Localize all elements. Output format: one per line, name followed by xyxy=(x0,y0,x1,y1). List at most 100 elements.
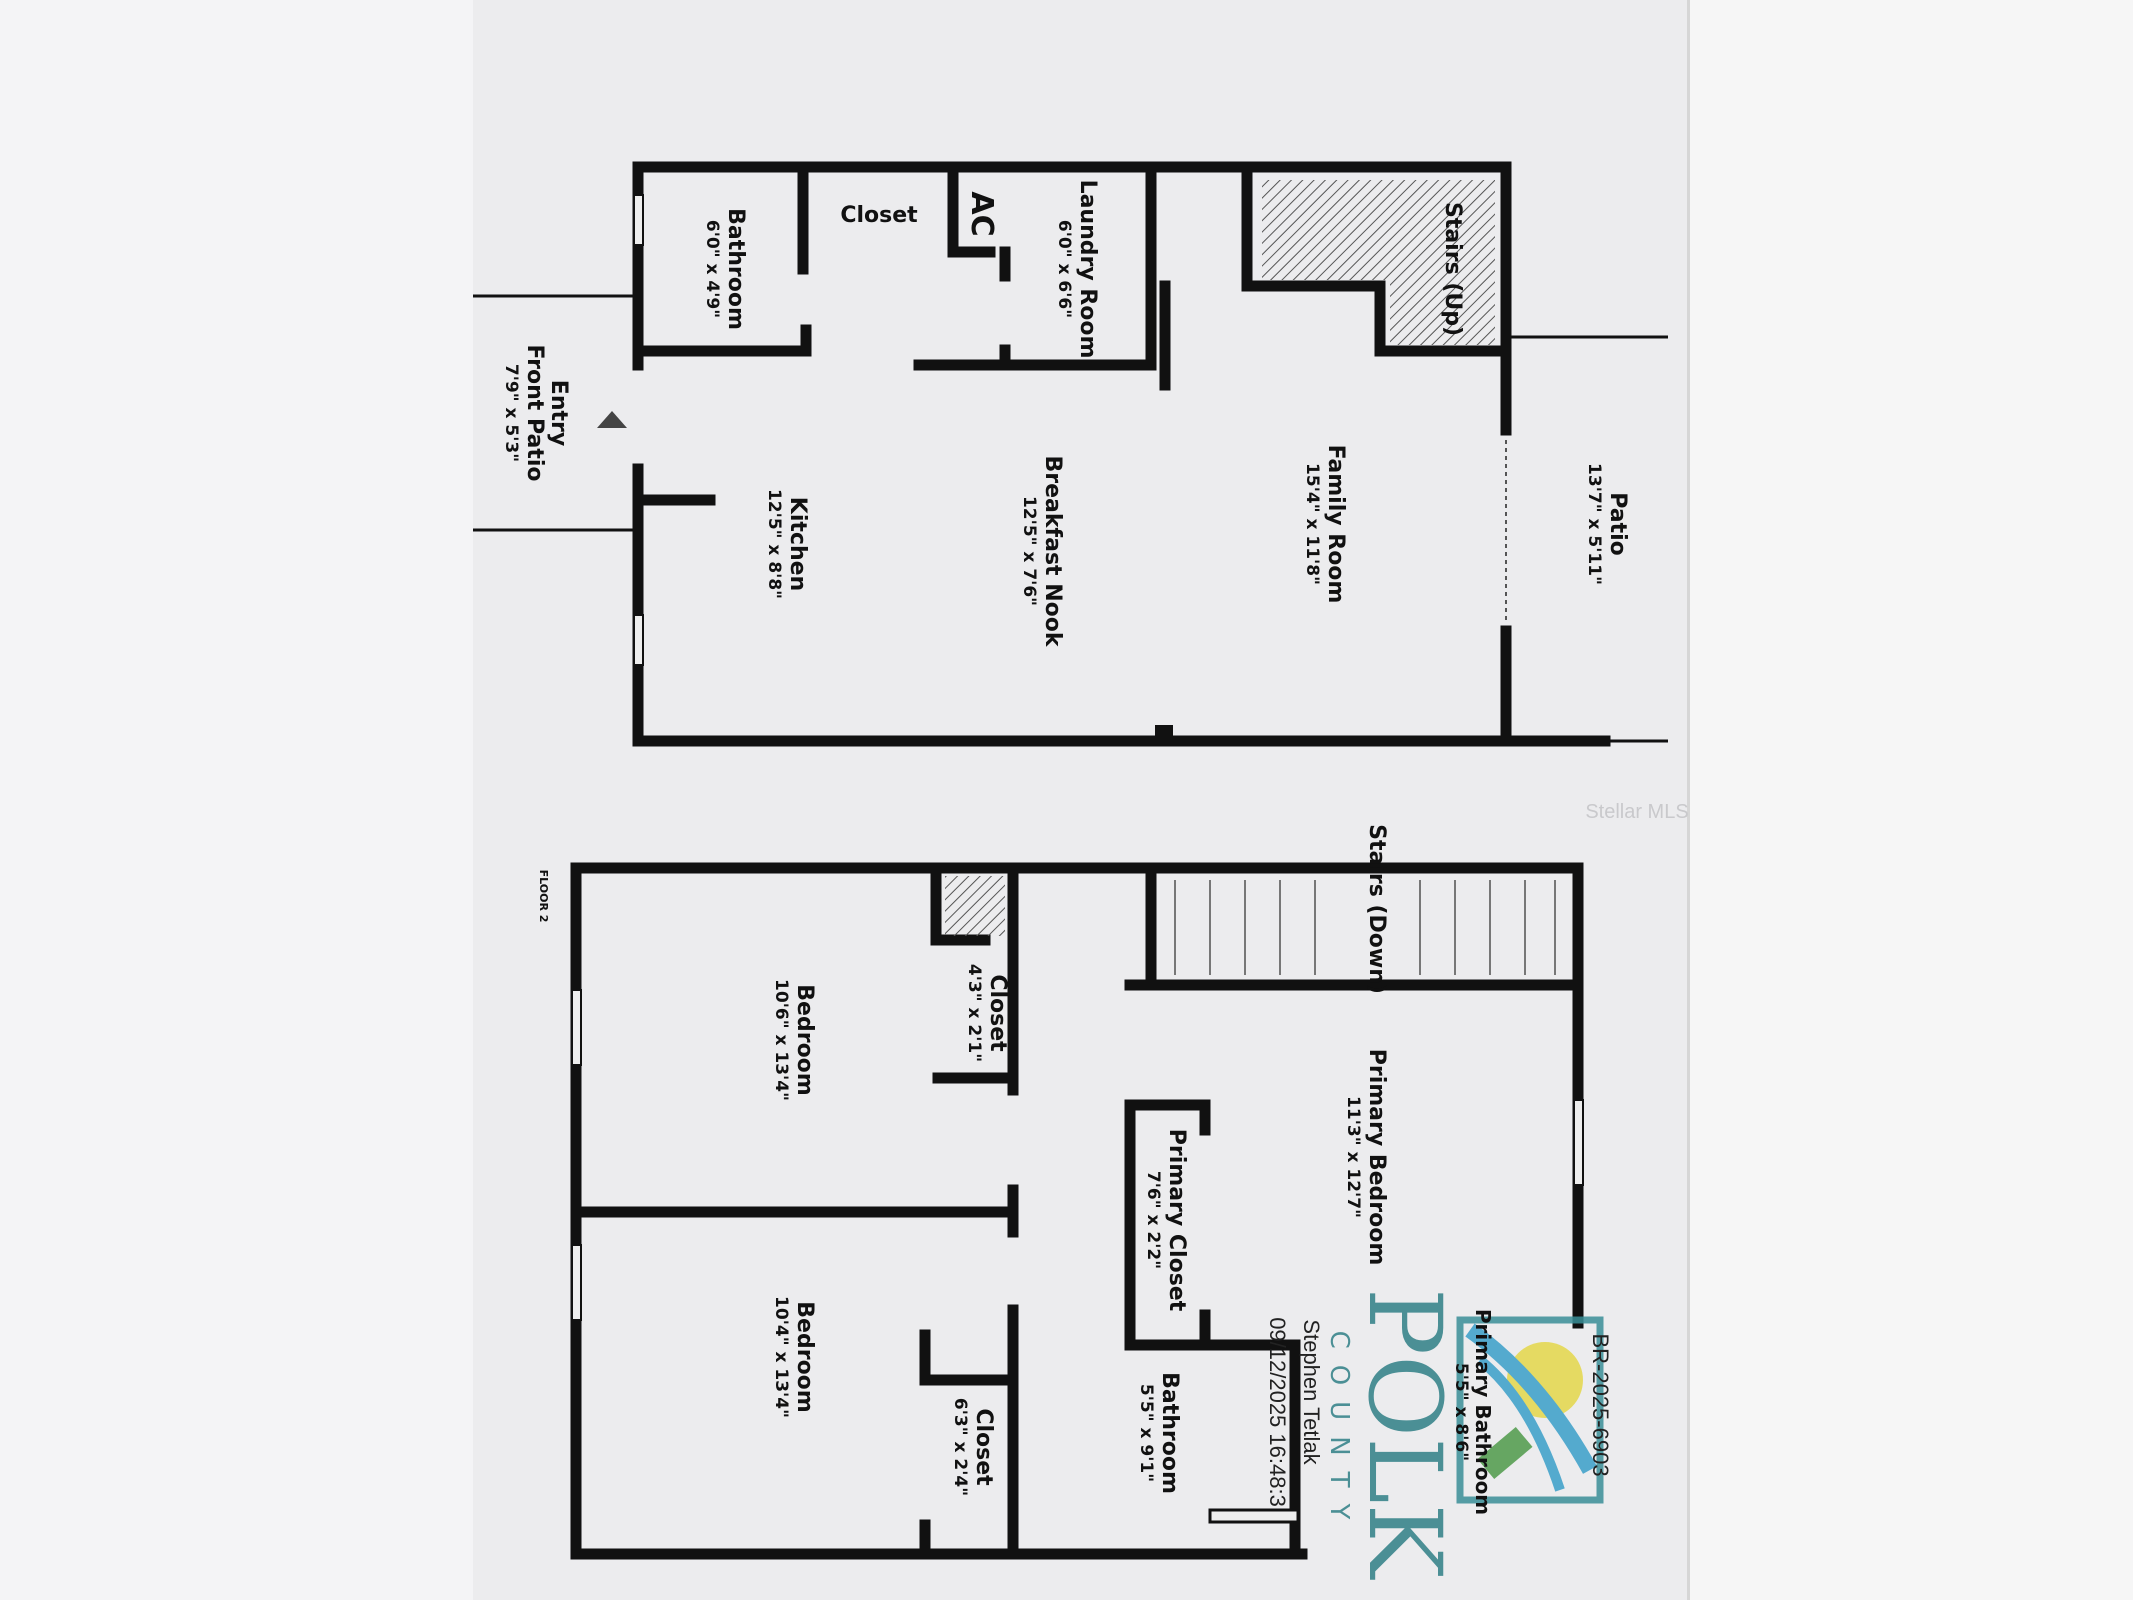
floor-1-plan: Bathroom 6'0" x 4'9" Closet AC Laundry R… xyxy=(473,161,1668,747)
room-label-bathroom: Bathroom 5'5" x 9'1" xyxy=(1136,1372,1182,1494)
svg-text:Primary Bedroom: Primary Bedroom xyxy=(1364,1049,1389,1266)
svg-text:POLK: POLK xyxy=(1346,1288,1463,1581)
wall xyxy=(570,1184,1019,1238)
inspector-name: Stephen Tetlak xyxy=(1299,1319,1324,1465)
polk-county-logo-text: POLK xyxy=(1346,1288,1463,1581)
svg-text:13'7" x 5'11": 13'7" x 5'11" xyxy=(1584,463,1604,585)
svg-text:Entry: Entry xyxy=(546,380,571,446)
wall xyxy=(1241,161,1512,357)
svg-text:Breakfast Nook: Breakfast Nook xyxy=(1040,456,1065,648)
room-label-laundry: Laundry Room 6'0" x 6'6" xyxy=(1054,180,1100,359)
room-label-closet-2: Closet 6'3" x 2'4" xyxy=(950,1398,996,1496)
wall xyxy=(919,1304,1019,1560)
svg-text:6'0" x 6'6": 6'0" x 6'6" xyxy=(1054,220,1074,318)
room-label-stairs-down: Stairs (Down) xyxy=(1364,824,1389,994)
svg-text:6'3" x 2'4": 6'3" x 2'4" xyxy=(950,1398,970,1496)
inspection-timestamp: 09/12/2025 16:48:3 xyxy=(1265,1317,1290,1507)
svg-text:Closet: Closet xyxy=(985,974,1010,1052)
room-label-bathroom: Bathroom 6'0" x 4'9" xyxy=(702,208,748,330)
room-label-kitchen: Kitchen 12'5" x 8'8" xyxy=(764,489,810,599)
wall xyxy=(932,862,1019,1096)
room-label-primary-bathroom: Primary Bathroom 5'5" x 8'6" xyxy=(1451,1309,1495,1515)
window xyxy=(571,989,582,1066)
mls-watermark: Stellar MLS xyxy=(1585,801,1688,823)
svg-text:Laundry Room: Laundry Room xyxy=(1075,180,1100,359)
svg-text:FLOOR 2: FLOOR 2 xyxy=(537,870,550,923)
wall xyxy=(930,862,991,946)
svg-text:4'3" x 2'1": 4'3" x 2'1" xyxy=(964,964,984,1062)
svg-text:12'5" x 8'8": 12'5" x 8'8" xyxy=(764,489,784,599)
svg-text:Patio: Patio xyxy=(1605,492,1630,556)
window xyxy=(633,194,644,246)
polk-county-stamp: POLK COUNTY xyxy=(1324,1288,1604,1581)
room-label-breakfast-nook: Breakfast Nook 12'5" x 7'6" xyxy=(1019,456,1065,648)
svg-text:Bathroom: Bathroom xyxy=(1157,1372,1182,1494)
svg-text:6'0" x 4'9": 6'0" x 4'9" xyxy=(702,220,722,318)
room-label-primary-bedroom: Primary Bedroom 11'3" x 12'7" xyxy=(1343,1049,1389,1266)
permit-number: BR-2025-6903 xyxy=(1588,1333,1613,1476)
logo-swoosh xyxy=(1465,1323,1597,1474)
svg-text:5'5" x 9'1": 5'5" x 9'1" xyxy=(1136,1384,1156,1482)
wall xyxy=(632,463,1611,747)
svg-text:15'4" x 11'8": 15'4" x 11'8" xyxy=(1302,463,1322,585)
window xyxy=(633,614,644,666)
room-label-ac: AC xyxy=(964,191,999,236)
svg-text:Closet: Closet xyxy=(971,1408,996,1486)
room-label-family-room: Family Room 15'4" x 11'8" xyxy=(1302,445,1348,604)
polk-county-logo-subtext: COUNTY xyxy=(1324,1331,1354,1536)
svg-text:09/12/2025 16:48:3: 09/12/2025 16:48:3 xyxy=(1265,1317,1290,1507)
svg-text:Primary Closet: Primary Closet xyxy=(1164,1129,1189,1312)
room-label-closet: Closet xyxy=(840,203,918,228)
svg-text:11'3" x 12'7": 11'3" x 12'7" xyxy=(1343,1096,1363,1218)
svg-text:Bathroom: Bathroom xyxy=(723,208,748,330)
room-label-patio: Patio 13'7" x 5'11" xyxy=(1584,463,1630,585)
svg-text:Family Room: Family Room xyxy=(1323,445,1348,604)
column xyxy=(1155,725,1173,741)
svg-text:10'6" x 13'4": 10'6" x 13'4" xyxy=(771,979,791,1101)
svg-text:Front Patio: Front Patio xyxy=(522,345,547,482)
svg-text:AC: AC xyxy=(964,191,999,236)
svg-text:COUNTY: COUNTY xyxy=(1324,1331,1354,1536)
logo-sun xyxy=(1507,1342,1583,1418)
patio-outline xyxy=(473,294,1668,743)
svg-text:5'5" x 8'6": 5'5" x 8'6" xyxy=(1451,1363,1471,1461)
room-label-bedroom-2: Bedroom 10'4" x 13'4" xyxy=(771,1296,817,1418)
wall xyxy=(947,161,996,258)
closet-hatch xyxy=(945,876,1005,936)
wall xyxy=(632,324,812,357)
stairs-down-treads xyxy=(1174,880,1556,975)
svg-text:Kitchen: Kitchen xyxy=(785,497,810,591)
room-label-bedroom: Bedroom 10'6" x 13'4" xyxy=(771,979,817,1101)
floor-2-plan: FLOOR 2 Bedroom 10'6" x 13'4" Closet 4'3… xyxy=(537,824,1584,1560)
room-label-entry: Entry Front Patio 7'9" x 5'3" xyxy=(501,345,571,482)
floor-2-label: FLOOR 2 xyxy=(537,870,550,923)
wall xyxy=(632,161,1512,436)
svg-text:Stairs (Down): Stairs (Down) xyxy=(1364,824,1389,994)
window xyxy=(1573,1099,1584,1186)
svg-text:Primary Bathroom: Primary Bathroom xyxy=(1471,1309,1495,1515)
wall xyxy=(913,161,1157,371)
logo-tag xyxy=(1477,1426,1533,1480)
svg-text:Stairs (Up): Stairs (Up) xyxy=(1440,202,1465,336)
svg-text:Stephen Tetlak: Stephen Tetlak xyxy=(1299,1319,1324,1465)
entry-arrow-icon xyxy=(597,411,627,428)
background-right xyxy=(1687,0,2133,1600)
room-label-closet: Closet 4'3" x 2'1" xyxy=(964,964,1010,1062)
svg-text:12'5" x 7'6": 12'5" x 7'6" xyxy=(1019,496,1039,606)
logo-frame xyxy=(1456,1316,1604,1504)
logo-swoosh xyxy=(1476,1356,1565,1492)
room-label-primary-closet: Primary Closet 7'6" x 2'2" xyxy=(1143,1129,1189,1312)
room-label-stairs-up: Stairs (Up) xyxy=(1440,202,1465,336)
svg-text:BR-2025-6903: BR-2025-6903 xyxy=(1588,1333,1613,1476)
bathtub xyxy=(1208,1508,1300,1524)
background-left xyxy=(0,0,473,1600)
svg-text:7'9" x 5'3": 7'9" x 5'3" xyxy=(501,364,521,462)
svg-text:10'4" x 13'4": 10'4" x 13'4" xyxy=(771,1296,791,1418)
svg-text:Bedroom: Bedroom xyxy=(792,1301,817,1412)
stairs-up-hatch xyxy=(1262,180,1495,345)
window xyxy=(571,1244,582,1321)
svg-text:7'6" x 2'2": 7'6" x 2'2" xyxy=(1143,1171,1163,1269)
wall xyxy=(1124,1099,1301,1560)
svg-text:Bedroom: Bedroom xyxy=(792,984,817,1095)
